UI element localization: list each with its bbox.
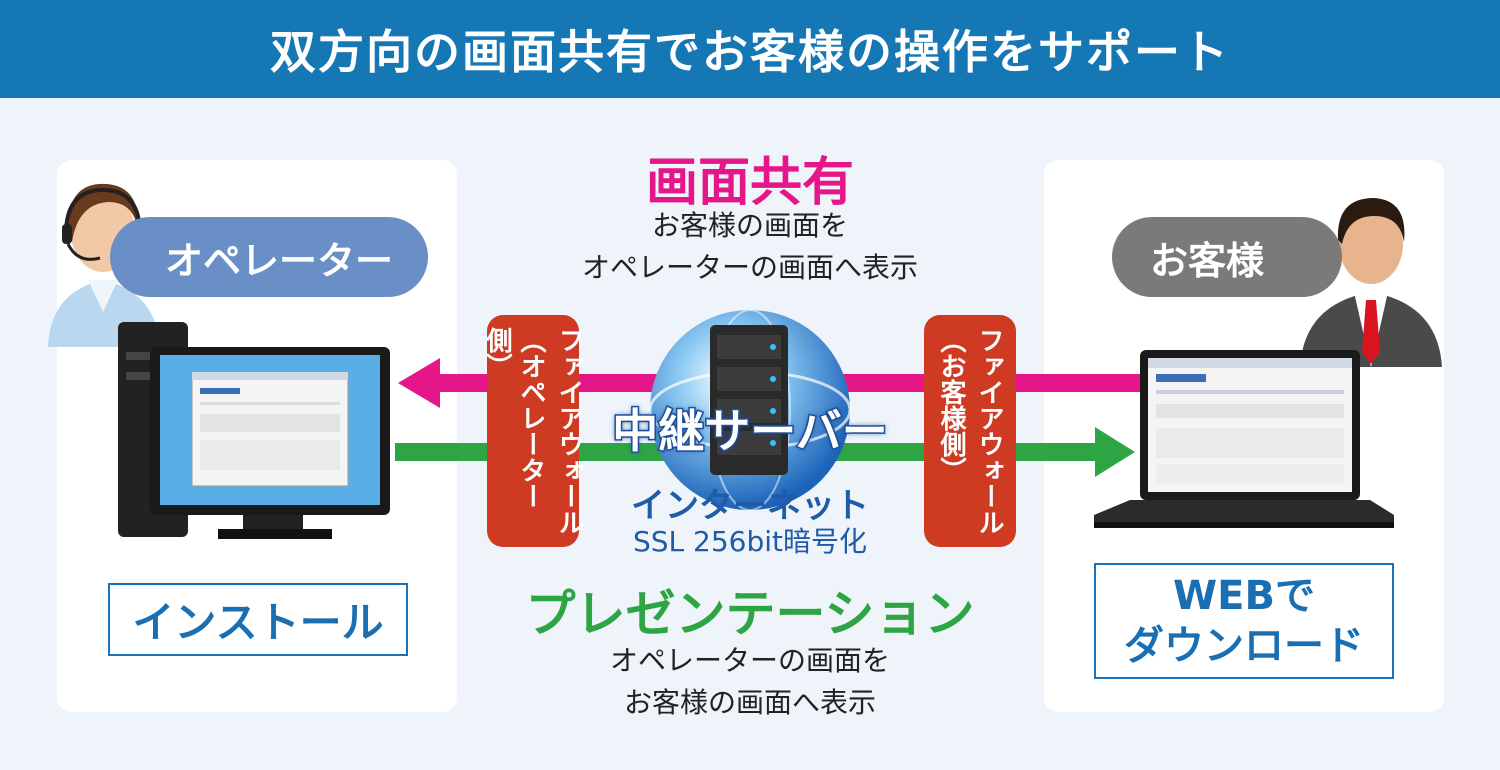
install-label: インストール bbox=[132, 598, 384, 647]
presentation-description: オペレーターの画面を お客様の画面へ表示 bbox=[500, 640, 1000, 724]
web-download-line1: WEBで bbox=[1173, 573, 1315, 619]
presentation-desc-line2: お客様の画面へ表示 bbox=[623, 686, 876, 719]
relay-server-label: 中継サーバー bbox=[611, 403, 890, 460]
web-download-box: WEBで ダウンロード bbox=[1094, 563, 1394, 679]
web-download-line2: ダウンロード bbox=[1124, 623, 1364, 669]
operator-firewall-side: （オペレーター側） bbox=[482, 327, 546, 509]
customer-firewall-side: （お客様側） bbox=[936, 327, 966, 483]
customer-firewall-label: ファイアウォール bbox=[974, 327, 1004, 535]
presentation-title: プレゼンテーション bbox=[525, 585, 975, 643]
operator-label: オペレーター bbox=[164, 238, 393, 283]
operator-firewall: ファイアウォール （オペレーター側） bbox=[482, 315, 584, 547]
screen-share-arrowhead bbox=[398, 358, 440, 408]
customer-person-icon bbox=[1300, 198, 1442, 367]
desktop-computer-icon bbox=[118, 322, 390, 539]
header-banner: 双方向の画面共有でお客様の操作をサポート bbox=[0, 0, 1500, 98]
presentation-desc-line1: オペレーターの画面を bbox=[609, 644, 890, 677]
install-box: インストール bbox=[108, 583, 408, 656]
internet-label: インターネット bbox=[631, 486, 869, 526]
screen-share-desc-line1: お客様の画面を bbox=[651, 209, 848, 242]
operator-label-pill: オペレーター bbox=[110, 217, 428, 297]
screen-share-desc-line2: オペレーターの画面へ表示 bbox=[581, 251, 918, 284]
page-title: 双方向の画面共有でお客様の操作をサポート bbox=[270, 25, 1230, 79]
operator-firewall-label: ファイアウォール bbox=[554, 327, 584, 535]
customer-label-pill: お客様 bbox=[1112, 217, 1342, 297]
screen-share-description: お客様の画面を オペレーターの画面へ表示 bbox=[500, 205, 1000, 289]
customer-firewall: ファイアウォール （お客様側） bbox=[924, 315, 1016, 547]
globe-server-icon bbox=[648, 309, 852, 511]
laptop-icon bbox=[1094, 350, 1394, 528]
presentation-arrowhead bbox=[1095, 427, 1135, 477]
customer-label: お客様 bbox=[1149, 238, 1264, 283]
screen-share-title: 画面共有 bbox=[645, 153, 854, 213]
ssl-label: SSL 256bit暗号化 bbox=[632, 525, 868, 558]
